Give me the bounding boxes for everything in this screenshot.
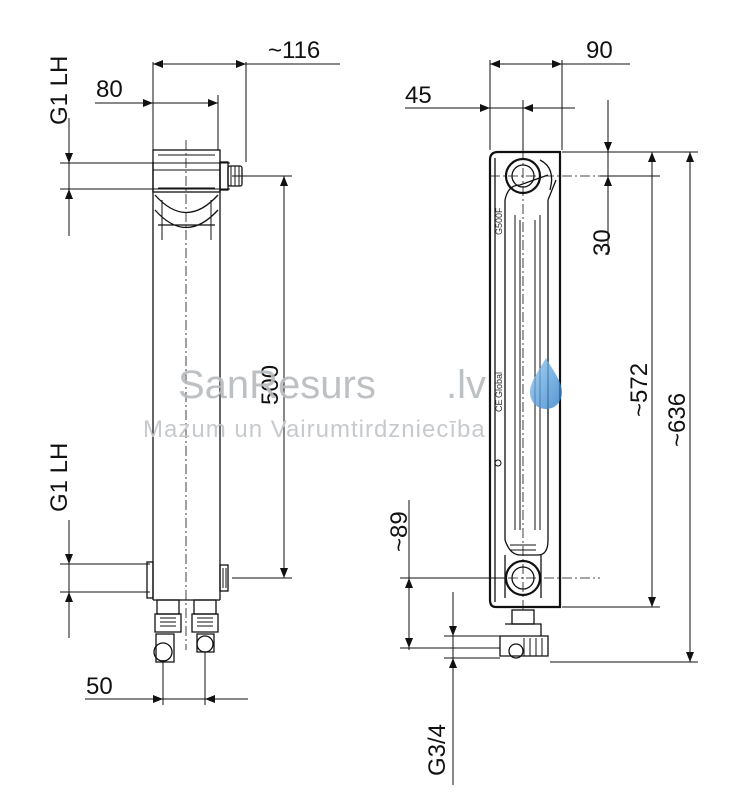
model-marking: G500F — [494, 207, 504, 235]
front-view: ~116 80 G1 LH 500 G1 LH 50 — [46, 37, 340, 705]
dim-overall-depth: ~116 — [268, 37, 320, 64]
water-drop-icon — [530, 358, 562, 409]
dim-top-connection: G1 LH — [46, 56, 73, 125]
dim-top-offset: 30 — [589, 229, 616, 256]
dim-bottom-connection: G1 LH — [46, 443, 73, 512]
dim-valve-spacing: 50 — [86, 673, 113, 700]
watermark-tagline: Mazum un Vairumtirdzniecība — [143, 416, 486, 443]
dim-valve-thread: G3/4 — [424, 724, 451, 776]
watermark-domain: .lv — [446, 363, 486, 407]
watermark: SanResurs .lv Mazum un Vairumtirdzniecīb… — [143, 358, 562, 443]
dim-total-height: ~636 — [664, 393, 691, 447]
marking-circle — [494, 459, 502, 467]
dim-half-width: 45 — [405, 82, 432, 109]
dim-width: 90 — [586, 37, 613, 64]
watermark-name: SanResurs — [178, 363, 376, 407]
ce-marking: CE — [494, 399, 504, 412]
dim-body-height: ~572 — [626, 363, 653, 417]
dim-center-distance: 500 — [257, 365, 284, 405]
brand-marking: Global — [494, 372, 504, 398]
dim-valve-offset: ~89 — [386, 511, 413, 552]
dim-body-depth: 80 — [96, 76, 123, 103]
side-view: 90 45 30 ~572 ~636 ~89 — [386, 37, 698, 785]
